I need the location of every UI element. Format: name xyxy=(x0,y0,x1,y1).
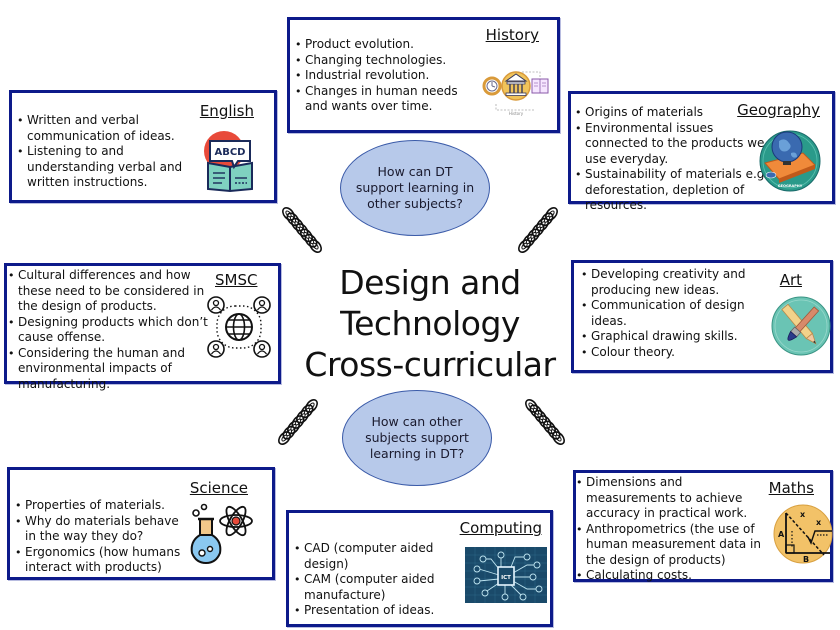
list-item: Origins of materials xyxy=(575,105,775,121)
history-points: Product evolution. Changing technologies… xyxy=(295,37,475,115)
global-people-icon xyxy=(207,296,271,358)
center-title-line-2: Technology xyxy=(340,304,520,343)
english-box: English Written and verbal communication… xyxy=(9,90,277,203)
maths-box: Maths Dimensions and measurements to ach… xyxy=(573,470,833,584)
list-item: CAM (computer aided manufacture) xyxy=(294,572,469,603)
question-oval-top: How can DT support learning in other sub… xyxy=(340,140,490,236)
computing-title: Computing xyxy=(459,519,542,537)
maths-label-x1: x xyxy=(800,510,806,519)
list-item: Communication of design ideas. xyxy=(581,298,756,329)
list-item: Cultural differences and how these need … xyxy=(8,268,208,315)
center-title-line-1: Design and xyxy=(339,263,521,302)
smsc-points: Cultural differences and how these need … xyxy=(8,268,278,392)
list-item: Product evolution. xyxy=(295,37,475,53)
chain-icon-bottom-right xyxy=(522,396,568,448)
maths-label-b: B xyxy=(803,555,809,564)
geography-box: Geography Origins of materials Environme… xyxy=(568,91,835,212)
maths-points: Dimensions and measurements to achieve a… xyxy=(576,475,764,584)
chain-icon-top-right xyxy=(515,204,561,256)
flask-atom-icon xyxy=(190,503,253,565)
geography-icon-caption: GEOGRAPHY xyxy=(778,184,803,188)
computing-points: CAD (computer aided design) CAM (compute… xyxy=(294,541,469,619)
science-box: Science Properties of materials. Why do … xyxy=(7,467,275,580)
english-title: English xyxy=(199,102,254,120)
list-item: Designing products which don’t cause off… xyxy=(8,315,208,346)
art-title: Art xyxy=(779,271,802,289)
list-item: Industrial revolution. xyxy=(295,68,475,84)
maths-label-x2: x xyxy=(816,518,822,527)
list-item: Colour theory. xyxy=(581,345,756,361)
art-box: Art Developing creativity and producing … xyxy=(571,260,833,373)
history-icon: History xyxy=(482,71,549,116)
chain-icon-bottom-left xyxy=(275,396,321,448)
list-item: Listening to and understanding verbal an… xyxy=(17,144,202,191)
english-icon-text: ABCD xyxy=(214,147,245,158)
list-item: Presentation of ideas. xyxy=(294,603,469,619)
list-item: Developing creativity and producing new … xyxy=(581,267,756,298)
geography-points: Origins of materials Environmental issue… xyxy=(575,105,775,214)
list-item: Considering the human and environmental … xyxy=(8,346,208,393)
history-icon-caption: History xyxy=(509,111,524,116)
art-points: Developing creativity and producing new … xyxy=(581,267,756,360)
list-item: Why do materials behave in the way they … xyxy=(15,514,185,545)
book-abcd-icon: ABCD xyxy=(204,131,253,193)
history-title: History xyxy=(485,26,539,44)
list-item: Sustainability of materials e.g. defores… xyxy=(575,167,775,214)
smsc-title: SMSC xyxy=(215,271,258,289)
geometry-icon: A B x x xyxy=(773,504,833,564)
chain-icon-top-left xyxy=(279,204,325,256)
list-item: Calculating costs. xyxy=(576,568,764,584)
science-points: Properties of materials. Why do material… xyxy=(15,498,185,576)
globe-icon: GEOGRAPHY xyxy=(759,130,821,192)
list-item: Graphical drawing skills. xyxy=(581,329,756,345)
list-item: Ergonomics (how humans interact with pro… xyxy=(15,545,185,576)
list-item: Written and verbal communication of idea… xyxy=(17,113,202,144)
computing-icon-text: ICT xyxy=(501,575,511,581)
english-points: Written and verbal communication of idea… xyxy=(17,113,202,191)
list-item: Changing technologies. xyxy=(295,53,475,69)
list-item: Environmental issues connected to the pr… xyxy=(575,121,775,168)
question-text-top: How can DT support learning in other sub… xyxy=(355,164,475,211)
ict-chip-icon: ICT xyxy=(465,547,547,603)
maths-label-a: A xyxy=(778,530,785,539)
computing-box: Computing CAD (computer aided design) CA… xyxy=(286,510,553,627)
center-title-line-3: Cross-curricular xyxy=(304,345,556,384)
list-item: Anthropometrics (the use of human measur… xyxy=(576,522,764,569)
list-item: Properties of materials. xyxy=(15,498,185,514)
question-oval-bottom: How can other subjects support learning … xyxy=(342,390,492,486)
smsc-box: SMSC Cultural differences and how these … xyxy=(4,263,281,391)
science-title: Science xyxy=(189,479,248,497)
pencil-brush-icon xyxy=(771,296,831,356)
list-item: Dimensions and measurements to achieve a… xyxy=(576,475,764,522)
history-box: History Product evolution. Changing tech… xyxy=(287,17,560,133)
question-text-bottom: How can other subjects support learning … xyxy=(365,414,469,461)
list-item: Changes in human needs and wants over ti… xyxy=(295,84,475,115)
maths-title: Maths xyxy=(768,479,814,497)
center-title: Design and Technology Cross-curricular xyxy=(300,262,560,385)
list-item: CAD (computer aided design) xyxy=(294,541,469,572)
